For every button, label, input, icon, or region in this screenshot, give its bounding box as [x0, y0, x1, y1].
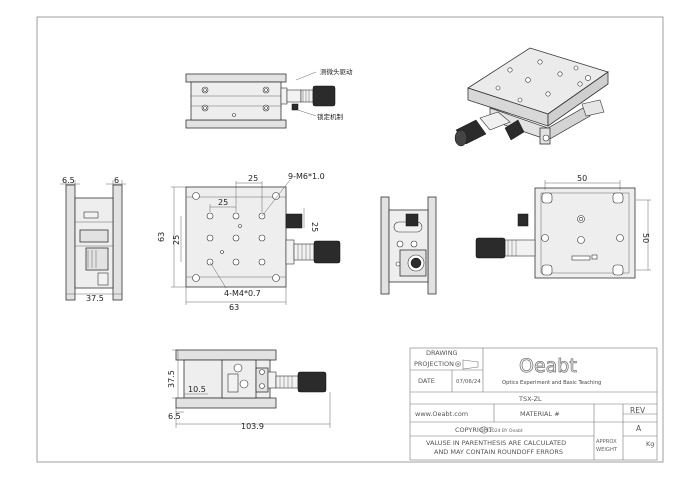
dim-pitch-top: 25 [248, 174, 258, 183]
dim-top-w-left: 6.5 [62, 176, 75, 185]
tb-copyright-label: COPYRIGHT [455, 426, 493, 434]
tb-projection-label: PROJECTION [414, 360, 454, 368]
title-block [409, 347, 658, 461]
dim-thread: 9-M6*1.0 [288, 172, 325, 181]
dim-bottom-side: 50 [641, 233, 650, 243]
tb-weight-unit: Kg [646, 440, 654, 448]
tb-website: www.Oeabt.com [415, 410, 468, 418]
front-elevation-view [172, 349, 331, 428]
dim-front-height: 37.5 [167, 370, 176, 388]
dim-front-base: 6.5 [168, 412, 181, 421]
dim-pitch-inner: 25 [218, 198, 228, 207]
tb-rev-label: REV [630, 406, 646, 415]
tb-weight-label: WEIGHT [596, 447, 618, 453]
tb-note-line2: AND MAY CONTAIN ROUNDOFF ERRORS [434, 448, 563, 456]
dim-front-length: 103.9 [241, 422, 264, 431]
tb-material: MATERIAL # [520, 410, 560, 418]
left-side-view [60, 180, 126, 301]
tb-date-value: 07/06/24 [456, 379, 481, 385]
isometric-view [454, 47, 609, 147]
tb-logo-subtitle: Optics Experiment and Basic Teaching [502, 380, 601, 386]
callout-lock: 锁定机制 [317, 112, 344, 121]
dim-front-offset: 10.5 [188, 385, 206, 394]
tb-approx-label: APPROX [596, 439, 617, 445]
dim-side-25: 25 [310, 222, 319, 232]
dim-height-25: 25 [172, 235, 181, 245]
tb-part-name: TSX-ZL [518, 395, 542, 403]
dim-mount-holes: 4-M4*0.7 [224, 289, 261, 298]
tb-copyright-year: 2024 BY Oeabt [489, 428, 523, 434]
callout-micrometer: 测微头驱动 [320, 67, 353, 76]
tb-note-line1: VALUSE IN PARENTHESIS ARE CALCULATED [426, 439, 566, 447]
right-side-view [380, 196, 437, 295]
tb-rev-value: A [636, 424, 642, 433]
dim-width-63: 63 [229, 303, 239, 312]
dim-height-63: 63 [157, 232, 166, 242]
main-plan-view [171, 179, 341, 305]
tb-drawing-label: DRAWING [426, 349, 458, 357]
dim-bottom-top: 50 [577, 174, 587, 183]
sheet-border [36, 16, 664, 463]
tb-date-label: DATE [418, 377, 435, 385]
dim-top-w-right: 6 [114, 176, 119, 185]
bottom-view [475, 180, 651, 279]
top-view [185, 71, 336, 129]
dim-side-width: 37.5 [86, 294, 104, 303]
tb-logo: Oeabt [519, 355, 577, 377]
